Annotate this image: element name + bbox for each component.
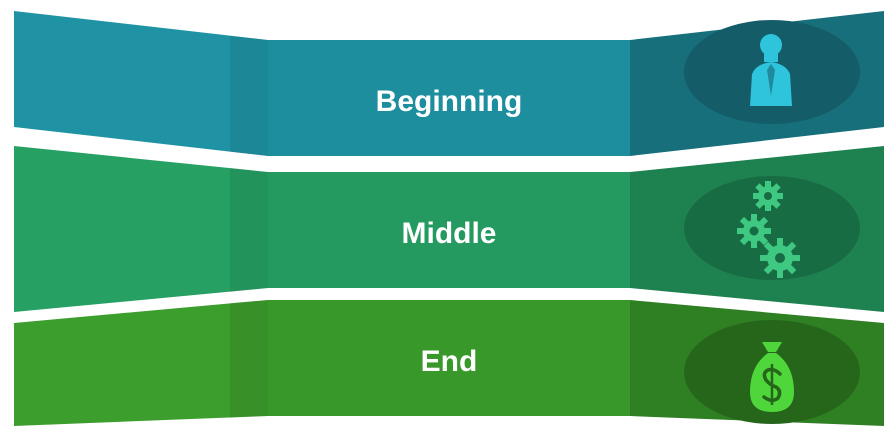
stage-middle: Middle [14,146,884,312]
stage-end-left-panel [14,300,268,426]
stage-middle-label: Middle [402,217,497,250]
stage-end-center-panel [268,300,630,416]
stage-end-label: End [421,345,478,378]
money-bag-icon [750,342,794,412]
stage-end-left-shade [230,300,268,418]
stage-beginning-center-panel [268,40,630,156]
stage-beginning: Beginning [14,11,884,156]
stage-end: End [14,300,884,426]
stage-middle-center-panel [268,172,630,288]
stage-middle-left-shade [230,168,268,292]
person-icon [750,34,792,106]
gears-icon-badge [684,176,860,280]
stage-beginning-left-panel [14,11,268,156]
gears-icon [737,181,800,278]
stage-middle-left-panel [14,146,268,312]
stage-beginning-left-shade [230,36,268,156]
stage-beginning-label: Beginning [376,85,523,118]
